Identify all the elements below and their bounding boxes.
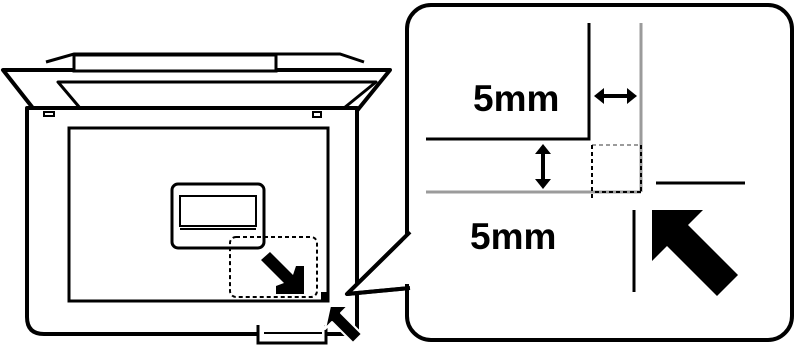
arrow-up-left-icon: [324, 305, 363, 344]
small-indicator: [43, 111, 55, 117]
document-sample: [170, 182, 266, 250]
callout-bubble: [405, 3, 794, 342]
glass-corner-mark: [321, 292, 328, 301]
scanner-illustration: [1, 52, 392, 345]
horizontal-margin-label: 5mm: [473, 78, 559, 119]
arrow-down-right-icon: [261, 252, 304, 294]
placement-area-outline: [229, 236, 318, 298]
scanner-lid: [1, 52, 392, 114]
arrow-up-left-icon: [652, 210, 738, 296]
double-arrow-horizontal-icon: [594, 88, 637, 104]
small-indicator-right: [312, 111, 322, 118]
double-arrow-vertical-icon: [535, 144, 551, 189]
vertical-margin-label: 5mm: [470, 216, 556, 257]
zoom-callout: 5mm 5mm: [345, 3, 794, 342]
document-edge-outline: [426, 23, 591, 141]
